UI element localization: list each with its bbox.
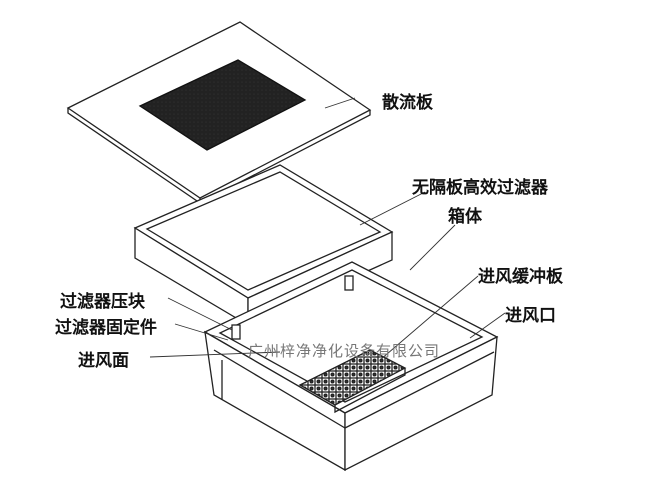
label-filter: 无隔板高效过滤器 [412,178,548,198]
leader-lines [149,97,506,361]
label-box-body: 箱体 [448,207,482,227]
label-filter-fixing: 过滤器固定件 [55,318,157,338]
label-air-inlet: 进风口 [505,306,556,326]
diffuser-plate [66,21,372,204]
label-inlet-buffer-plate: 进风缓冲板 [478,267,563,287]
label-filter-press-block: 过滤器压块 [60,292,145,312]
diffuser-grille [138,59,307,151]
label-diffuser-plate: 散流板 [382,93,433,113]
box-body [203,261,499,472]
label-inlet-face: 进风面 [78,351,129,371]
watermark: 广州梓净净化设备有限公司 [248,342,441,360]
